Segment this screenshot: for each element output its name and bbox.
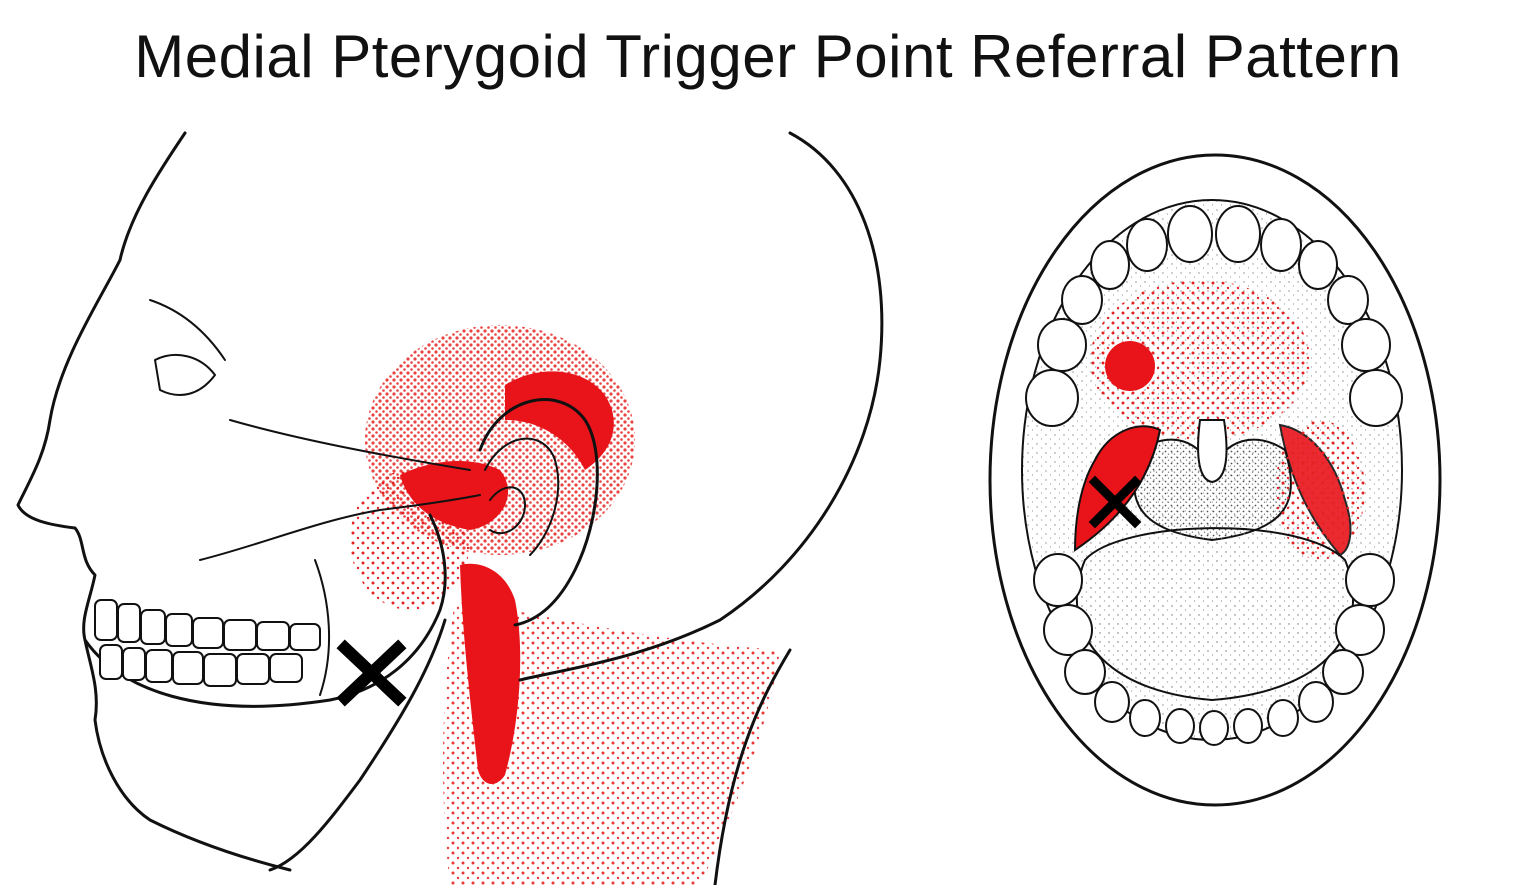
palate-referral-spot xyxy=(1105,341,1155,391)
ear-outer-helix xyxy=(478,398,599,627)
palate-referral-stipple xyxy=(1090,280,1310,440)
cheek-line xyxy=(199,494,481,561)
figure-title: Medial Pterygoid Trigger Point Referral … xyxy=(134,23,1402,90)
lower-dental-arch xyxy=(1033,553,1395,746)
upper-teeth xyxy=(94,599,321,651)
eye-outline xyxy=(154,354,216,396)
ear-referral-zone xyxy=(505,371,614,470)
skull-back-outline xyxy=(518,131,884,682)
neck-back-line xyxy=(713,648,792,885)
ear-inner-antihelix xyxy=(484,437,560,556)
pillar-referral-stipple xyxy=(1275,420,1365,560)
mandible-inner-line xyxy=(314,559,331,696)
upper-dental-arch xyxy=(1025,205,1403,427)
ear-concha xyxy=(489,486,526,535)
trigger-point-x-mark xyxy=(336,639,407,707)
lower-teeth xyxy=(99,644,303,687)
throat-referral-zone xyxy=(460,563,521,785)
tmj-referral-zone xyxy=(400,460,509,530)
mandible-outline xyxy=(83,513,447,708)
head-outline xyxy=(16,131,292,872)
uvula xyxy=(1197,419,1228,484)
open-mouth-view xyxy=(988,153,1442,807)
mouth-trigger-point-x-mark xyxy=(1088,475,1142,529)
zygomatic-arch xyxy=(229,419,471,471)
lip-outline xyxy=(988,153,1442,807)
eye-lid xyxy=(149,299,226,361)
neck-front-line xyxy=(268,618,447,872)
lateral-head-view xyxy=(16,131,884,885)
